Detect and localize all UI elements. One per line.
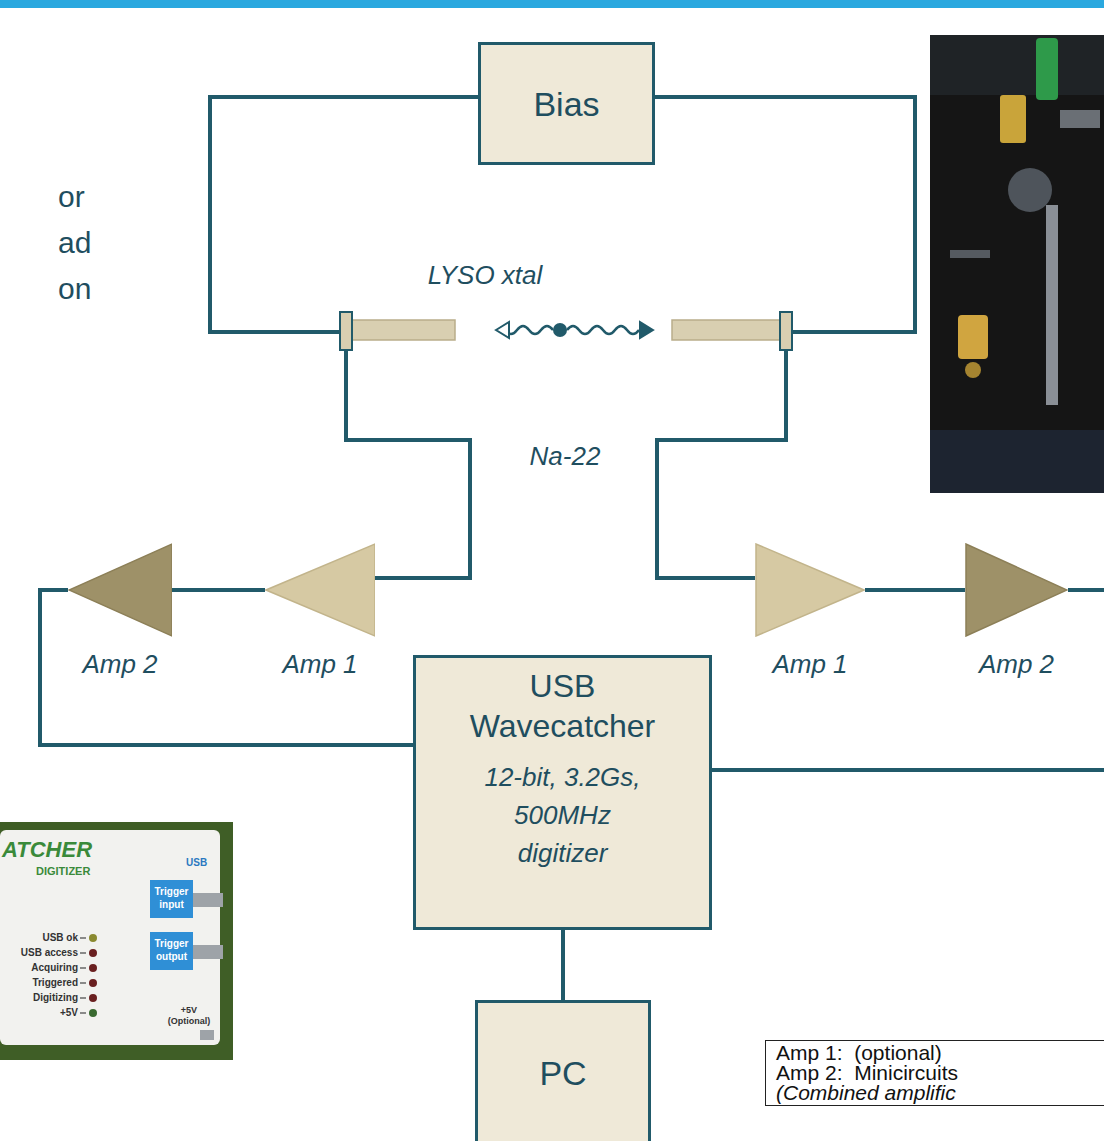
box-label: PC (539, 1053, 586, 1093)
trigger-panel (150, 880, 193, 918)
photo-detail (965, 362, 981, 378)
amplifier-shape (266, 544, 375, 636)
triangle-outline (68, 543, 172, 637)
led (89, 994, 97, 1002)
photo-ground (0, 822, 233, 1060)
signal-wire (657, 350, 786, 578)
setup-photo (930, 35, 1104, 493)
power-jack (200, 1030, 214, 1040)
photo-text: DIGITIZER (36, 864, 126, 878)
gamma-arrowhead (496, 322, 509, 338)
amplifier-triangle: Amp 1 (253, 543, 387, 689)
signal-wire (346, 350, 470, 578)
photo-text: Triggered (0, 976, 78, 989)
photo-detail (958, 315, 988, 359)
box-subtitle: 12-bit, 3.2Gs, 500MHz digitizer (468, 758, 658, 872)
photo-text: Acquiring (0, 961, 78, 974)
photo-text: USB access (0, 946, 78, 959)
amplifier-triangle: Amp 2 (56, 543, 184, 689)
trigger-panel (150, 932, 193, 970)
note-line: Amp 2: Minicircuits (776, 1063, 958, 1083)
triangle-outline (755, 543, 865, 637)
bias-wire (210, 97, 478, 332)
signal-cable (561, 930, 565, 1000)
photo-text: Trigger input (150, 885, 193, 911)
crystal-cap (780, 312, 792, 350)
source-dot (553, 323, 567, 337)
photo-detail (950, 250, 990, 258)
lyso-crystals (340, 312, 792, 350)
photo-detail (930, 35, 1104, 95)
photo-text: USB ok (0, 931, 78, 944)
pc-box: PC (475, 1000, 651, 1141)
amplifier-shape (966, 544, 1067, 636)
signal-cable (865, 588, 965, 592)
box-label: Bias (533, 84, 599, 124)
photo-text: +5V (Optional) (160, 1005, 218, 1027)
note-line: (Combined amplific (776, 1083, 956, 1103)
photo-text: Trigger output (150, 937, 193, 963)
amplifier-shape (69, 544, 172, 636)
amplifier-triangle: Amp 1 (743, 543, 877, 689)
led (89, 979, 97, 987)
photo-detail (1008, 168, 1052, 212)
cut-text: or (58, 178, 118, 216)
led (89, 949, 97, 957)
amplifier-label: Amp 1 (743, 649, 877, 679)
wires (210, 97, 915, 578)
led-dashes (80, 938, 86, 1013)
photo-detail (1036, 38, 1058, 100)
amplifier-label: Amp 1 (253, 649, 387, 679)
crystal (352, 320, 455, 340)
part-label: LYSO xtal (425, 259, 545, 292)
amplifier-label: Amp 2 (56, 649, 184, 679)
note-box: Amp 1: (optional)Amp 2: Minicircuits(Com… (765, 1040, 1104, 1106)
digitizer-box: USB Wavecatcher 12-bit, 3.2Gs, 500MHz dig… (413, 655, 712, 930)
box-title: USB Wavecatcher (453, 666, 673, 746)
led (89, 1009, 97, 1017)
cut-text: ad (58, 224, 118, 262)
gamma-wave (567, 326, 639, 334)
triangle-outline (265, 543, 375, 637)
digitizer-photo (0, 822, 233, 1060)
gamma-wave (505, 326, 553, 334)
bias-box: Bias (478, 42, 655, 165)
photo-detail (1060, 110, 1100, 128)
bnc-connector (193, 945, 223, 959)
top-bar (0, 0, 1104, 8)
crystal-cap (340, 312, 352, 350)
photo-detail (1000, 95, 1026, 143)
source-symbol (496, 322, 653, 338)
photo-text: USB (186, 856, 216, 869)
digitizer-case (0, 830, 220, 1045)
bias-wire (655, 97, 915, 332)
photo-text: +5V (0, 1006, 78, 1019)
photo-detail (930, 430, 1104, 493)
amplifier-triangle: Amp 2 (953, 543, 1080, 689)
cut-text: on (58, 270, 118, 308)
led (89, 934, 97, 942)
led (89, 964, 97, 972)
photo-detail (1046, 205, 1058, 405)
amplifier-label: Amp 2 (953, 649, 1080, 679)
photo-text: Digitizing (0, 991, 78, 1004)
bnc-connector (193, 893, 223, 907)
photo-text: ATCHER (2, 836, 132, 864)
amplifier-shape (756, 544, 864, 636)
note-line: Amp 1: (optional) (776, 1043, 942, 1063)
signal-cable (172, 588, 265, 592)
crystal (672, 320, 780, 340)
part-label: Na-22 (520, 440, 610, 473)
photo-ground (930, 35, 1104, 493)
triangle-outline (965, 543, 1068, 637)
gamma-arrowhead (640, 322, 653, 338)
